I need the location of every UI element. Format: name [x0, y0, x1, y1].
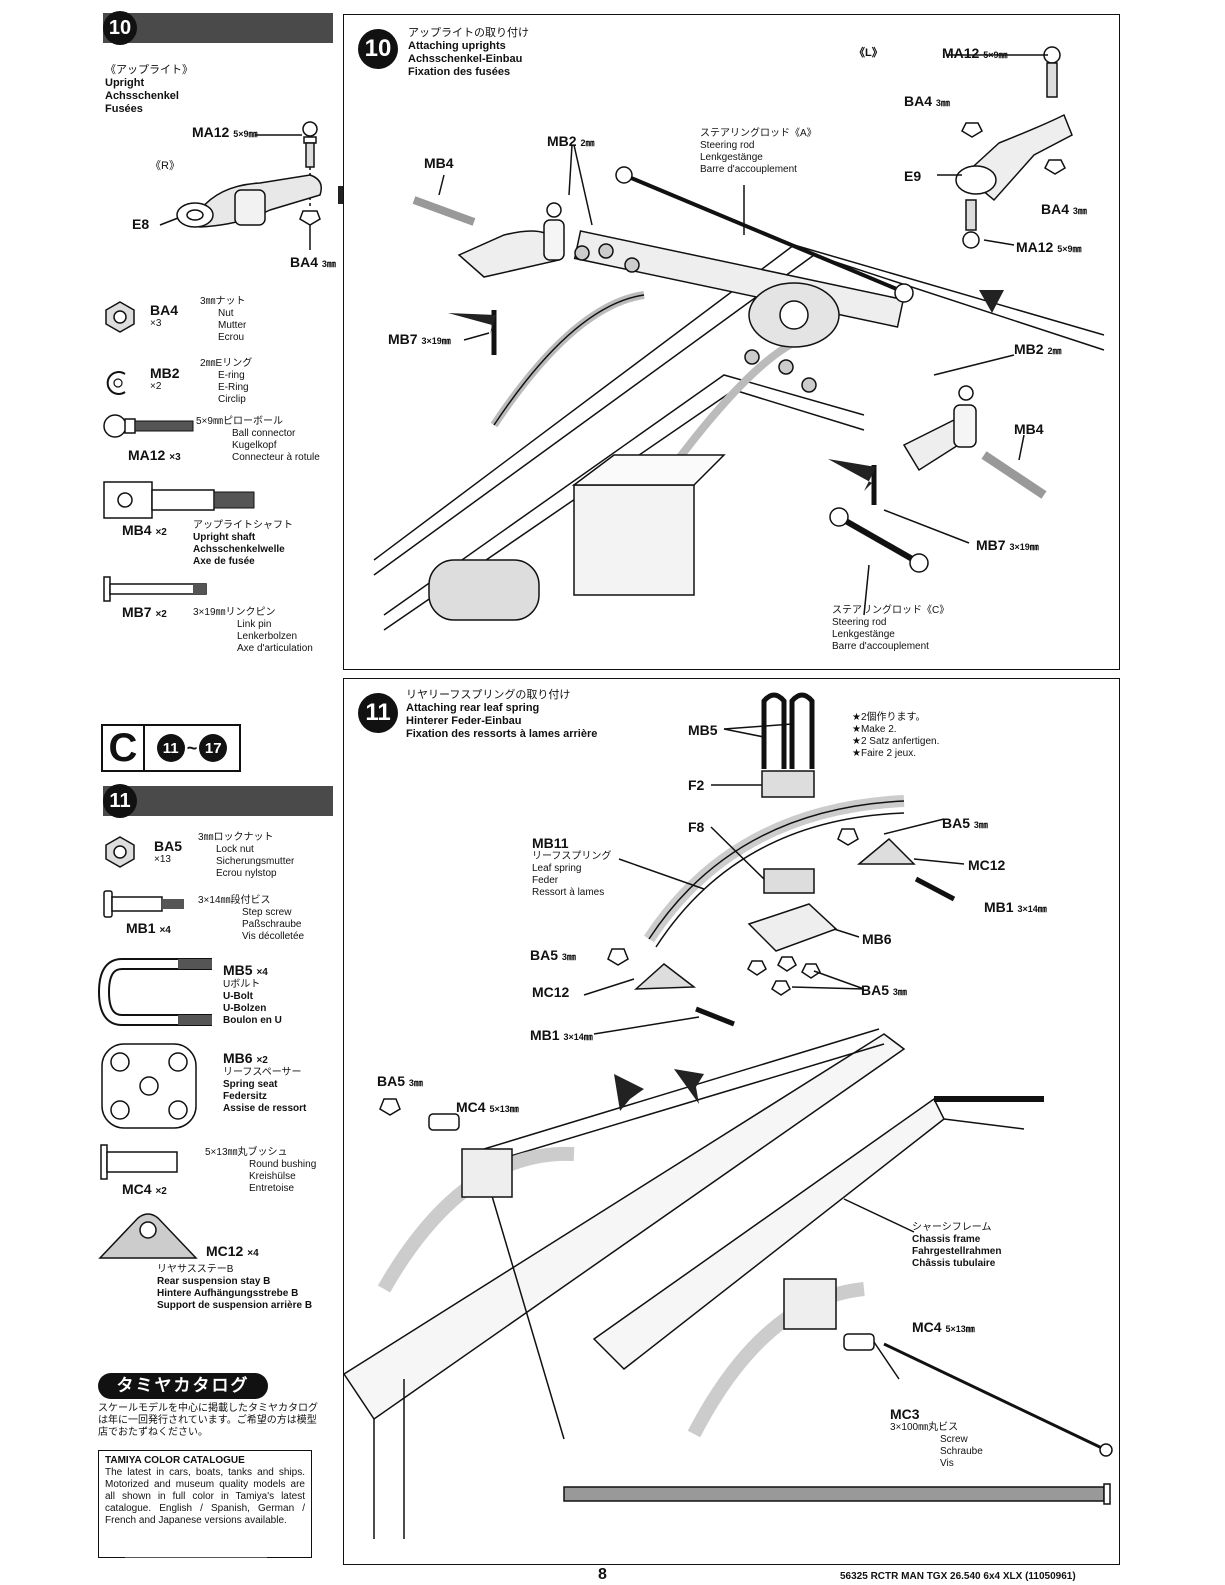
step10-panel: 10 アップライトの取り付け Attaching uprights Achssc…: [343, 14, 1120, 670]
upright-title: 《アップライト》 Upright Achsschenkel Fusées: [105, 64, 193, 116]
panel11-mc12-a: MC12: [532, 984, 570, 1000]
part-mc12: MC12 ×4: [206, 1243, 259, 1259]
panel10-e9: E9: [904, 168, 922, 184]
side-r-label: 《R》: [150, 160, 180, 172]
step10-number-badge: 10: [103, 11, 137, 45]
e-ring-icon: [106, 371, 126, 395]
ma12-label: MA12 5×9㎜: [192, 124, 258, 140]
part-mb6: MB6 ×2 リーフスペーサー Spring seat Federsitz As…: [223, 1050, 307, 1114]
upright-title-fr: Fusées: [105, 103, 143, 115]
panel11-mc3: MC3 3×100㎜丸ビス Screw Schraube Vis: [890, 1406, 983, 1469]
panel10-ba4-right: BA4 3㎜: [1041, 201, 1087, 217]
panel10-rod-c: ステアリングロッド《C》 Steering rod Lenkgestänge B…: [832, 605, 950, 652]
panel10-side-l: 《L》: [854, 47, 883, 59]
link-pin-icon: [103, 576, 207, 602]
panel11-ba5-a: BA5 3㎜: [530, 947, 576, 963]
catalogue-box: TAMIYA COLOR CATALOGUE The latest in car…: [98, 1450, 312, 1558]
footer-link-line: [125, 1557, 267, 1558]
panel10-rod-a: ステアリングロッド《A》 Steering rod Lenkgestänge B…: [700, 128, 817, 175]
panel11-mb1-b: MB1 3×14㎜: [984, 899, 1047, 915]
bag-step-range: 11 ~ 17: [143, 724, 241, 772]
upright-shaft-icon: [103, 481, 255, 519]
upright-title-de: Achsschenkel: [105, 90, 179, 102]
panel11-number: 11: [358, 693, 398, 733]
step11-number-badge: 11: [103, 784, 137, 818]
part-ma12: MA12 ×3: [128, 447, 181, 463]
panel11-mc4-b: MC4 5×13㎜: [912, 1319, 975, 1335]
step11-panel: 11 リヤリーフスプリングの取り付け Attaching rear leaf s…: [342, 678, 1120, 1565]
panel10-title: アップライトの取り付け Attaching uprights Achsschen…: [408, 27, 529, 78]
part-mb4: MB4 ×2: [122, 522, 167, 538]
step11-assembly-drawing: [342, 692, 1113, 1539]
e8-label: E8: [132, 216, 150, 232]
catalogue-jp-text: スケールモデルを中心に掲載したタミヤカタログは年に一回発行されています。ご希望の…: [98, 1403, 318, 1438]
part-ba5-desc: 3㎜ロックナット Lock nut Sicherungsmutter Ecrou…: [198, 832, 295, 879]
panel10-ma12-top: MA12 5×9㎜: [942, 45, 1008, 61]
part-mb1: MB1 ×4: [126, 920, 171, 936]
part-mc12-desc: リヤサスステーB Rear suspension stay B Hintere …: [157, 1264, 313, 1311]
part-ba4-qty: ×3: [150, 318, 162, 329]
panel11-mc4-a: MC4 5×13㎜: [456, 1099, 519, 1115]
panel11-f8: F8: [688, 819, 705, 835]
panel11-title: リヤリーフスプリングの取り付け Attaching rear leaf spri…: [406, 689, 598, 740]
part-ba4: BA4 ×3: [150, 302, 178, 330]
panel11-mb5: MB5: [688, 722, 718, 738]
step10-header-bar: [103, 13, 333, 43]
panel10-mb7-left: MB7 3×19㎜: [388, 331, 451, 347]
part-mb7-desc: 3×19㎜リンクピン Link pin Lenkerbolzen Axe d'a…: [193, 607, 313, 654]
panel11-note: ★2個作ります。 ★Make 2. ★2 Satz anfertigen. ★F…: [852, 712, 940, 759]
panel10-mb7-right: MB7 3×19㎜: [976, 537, 1039, 553]
panel11-f2: F2: [688, 777, 705, 793]
part-mc4: MC4 ×2: [122, 1181, 167, 1197]
part-mb4-desc: アップライトシャフト Upright shaft Achsschenkelwel…: [193, 520, 293, 567]
part-mb1-desc: 3×14㎜段付ビス Step screw Paßschraube Vis déc…: [198, 895, 305, 942]
panel11-frame: シャーシフレーム Chassis frame Fahrgestellrahmen…: [912, 1222, 1002, 1269]
step11-header-bar: [103, 786, 333, 816]
catalogue-title: TAMIYA COLOR CATALOGUE: [105, 1455, 245, 1466]
panel11-mc12-b: MC12: [968, 857, 1006, 873]
upright-title-jp: 《アップライト》: [105, 64, 193, 76]
u-bolt-icon: [97, 958, 212, 1026]
ba4-label: BA4 3㎜: [290, 254, 336, 270]
catalogue-banner: タミヤカタログ: [98, 1373, 268, 1399]
panel10-mb4-right: MB4: [1014, 421, 1044, 437]
panel10-mb2-right: MB2 2㎜: [1014, 341, 1062, 357]
catalogue-body: The latest in cars, boats, tanks and shi…: [105, 1467, 305, 1526]
upright-r-drawing: [159, 121, 322, 250]
panel10-mb2-top: MB2 2㎜: [547, 133, 595, 149]
page-number: 8: [598, 1566, 607, 1583]
model-code: 56325 RCTR MAN TGX 26.540 6x4 XLX (11050…: [840, 1571, 1076, 1582]
part-ba4-code: BA4: [150, 302, 179, 318]
panel11-mb1-a: MB1 3×14㎜: [530, 1027, 593, 1043]
lock-nut-icon: [105, 836, 135, 868]
part-ba5: BA5 ×13: [154, 838, 183, 865]
panel10-ma12-bottom: MA12 5×9㎜: [1016, 239, 1082, 255]
part-ba4-desc: 3㎜ナット Nut Mutter Ecrou: [200, 296, 247, 343]
panel11-ba5-c: BA5 3㎜: [942, 815, 988, 831]
bag-letter: C: [101, 724, 145, 772]
round-bushing-icon: [100, 1144, 178, 1180]
panel11-ba5-d: BA5 3㎜: [377, 1073, 423, 1089]
step10-assembly-drawing: [373, 46, 1105, 631]
nut-icon: [105, 301, 135, 333]
panel10-ba4-top: BA4 3㎜: [904, 93, 950, 109]
panel10-number: 10: [358, 29, 398, 69]
part-ma12-desc: 5×9㎜ピローボール Ball connector Kugelkopf Conn…: [196, 416, 320, 463]
spring-seat-icon: [101, 1043, 197, 1129]
part-mb5: MB5 ×4 Uボルト U-Bolt U-Bolzen Boulon en U: [223, 962, 282, 1026]
upright-title-en: Upright: [105, 77, 145, 89]
suspension-stay-icon: [98, 1213, 198, 1259]
ball-connector-icon: [103, 414, 194, 438]
step-screw-icon: [103, 890, 184, 918]
panel11-mb11: MB11 リーフスプリング Leaf spring Feder Ressort …: [532, 835, 612, 898]
part-mc4-desc: 5×13㎜丸ブッシュ Round bushing Kreishülse Entr…: [205, 1147, 317, 1194]
panel11-ba5-b: BA5 3㎜: [861, 982, 907, 998]
panel11-mb6: MB6: [862, 931, 892, 947]
part-mb2-desc: 2㎜Eリング E-ring E-Ring Circlip: [200, 358, 253, 405]
part-mb2: MB2 ×2: [150, 365, 180, 392]
panel10-mb4-left: MB4: [424, 155, 454, 171]
part-mb7: MB7 ×2: [122, 604, 167, 620]
